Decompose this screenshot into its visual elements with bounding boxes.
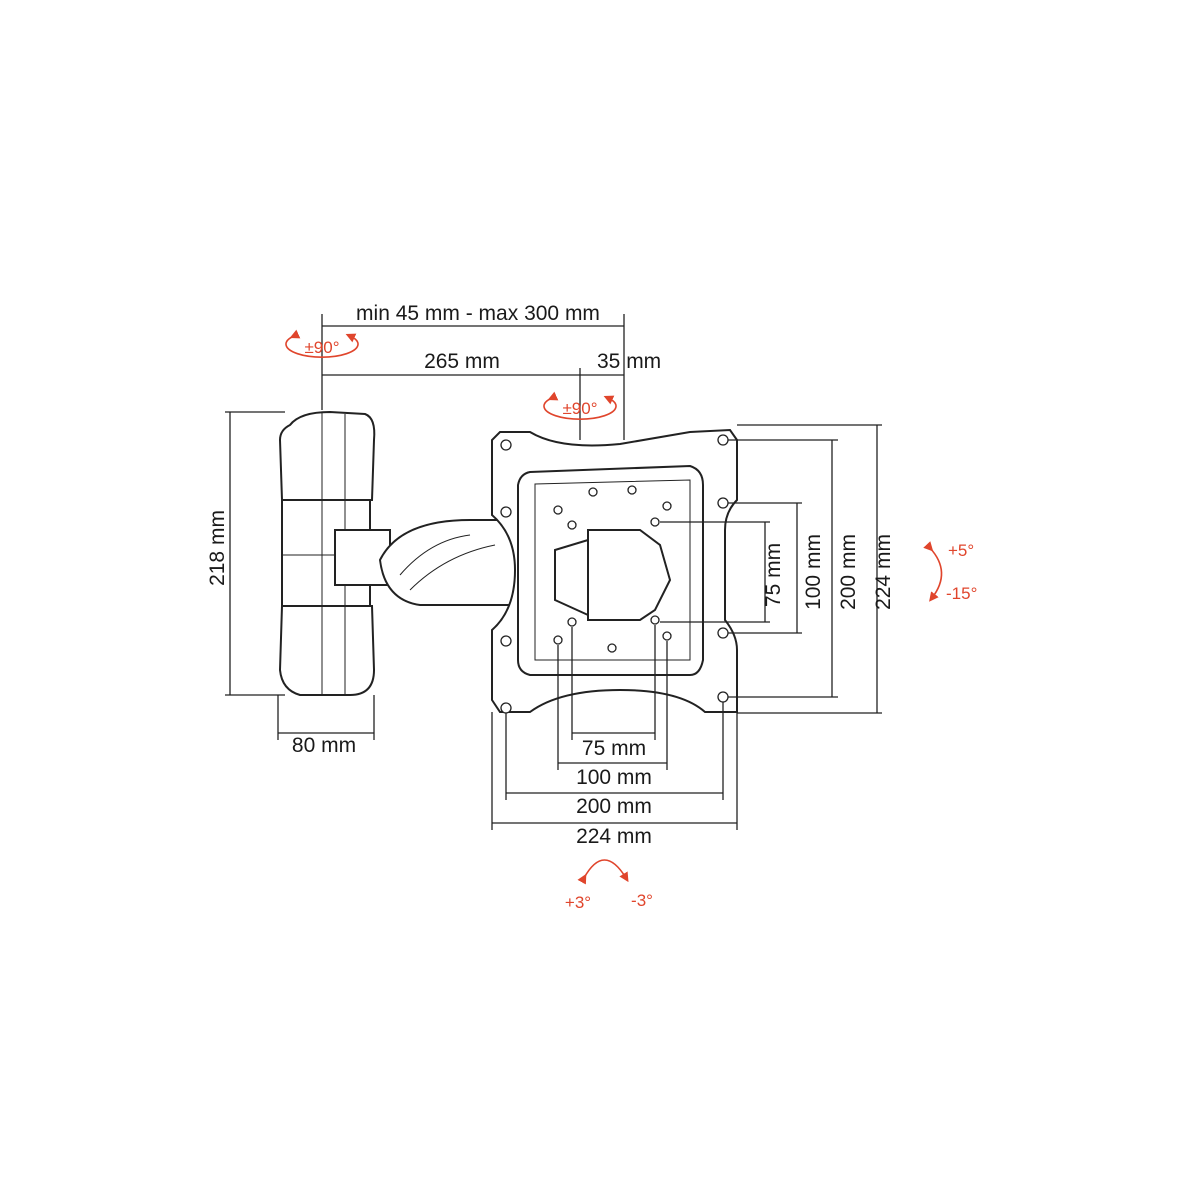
vesa-h-75-label: 75 mm: [582, 737, 646, 760]
wall-plate-dimension-lines: [225, 411, 375, 740]
mounting-holes: [500, 434, 729, 714]
head-swivel-arrow-icon: [543, 391, 617, 420]
level-plus-label: +3°: [565, 893, 591, 912]
plate-height-label: 224 mm: [872, 534, 895, 610]
plate-width-label: 224 mm: [576, 825, 652, 848]
arm-range-label: min 45 mm - max 300 mm: [356, 302, 600, 325]
vesa-v-100-label: 100 mm: [802, 534, 825, 610]
vesa-plate: [491, 428, 738, 713]
wall-swivel-label: ±90°: [304, 338, 339, 357]
vesa-h-100-label: 100 mm: [576, 766, 652, 789]
vertical-dimension-lines: [660, 424, 882, 714]
horizontal-dimension-lines: [491, 625, 738, 830]
level-minus-label: -3°: [631, 891, 653, 910]
vesa-h-200-label: 200 mm: [576, 795, 652, 818]
swing-arm: [334, 519, 516, 606]
wall-plate-width-label: 80 mm: [292, 734, 356, 757]
wall-plate-height-label: 218 mm: [206, 510, 229, 586]
head-swivel-label: ±90°: [562, 399, 597, 418]
wall-swivel-arrow-icon: [285, 329, 359, 358]
tilt-down-label: -15°: [946, 584, 977, 603]
arm-length-label: 265 mm: [424, 350, 500, 373]
level-adjust-arrow-icon: [577, 859, 629, 885]
vesa-v-75-label: 75 mm: [762, 543, 785, 607]
wall-plate: [278, 410, 376, 696]
vesa-v-200-label: 200 mm: [837, 534, 860, 610]
offset-label: 35 mm: [597, 350, 661, 373]
tilt-up-label: +5°: [948, 541, 974, 560]
tilt-arrow-icon: [923, 541, 943, 602]
